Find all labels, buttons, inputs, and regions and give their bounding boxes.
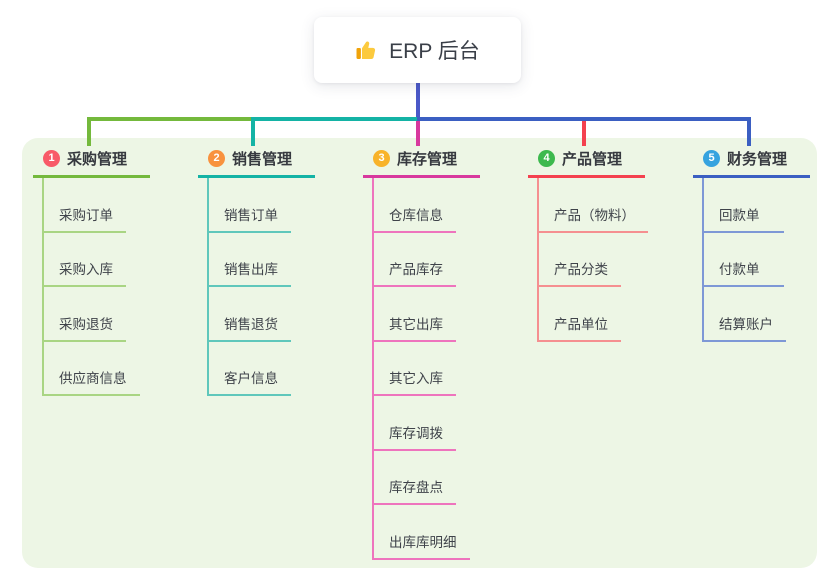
child-node[interactable]: 库存调拨 — [374, 396, 456, 451]
branch-number-badge: 3 — [373, 150, 390, 167]
child-node[interactable]: 付款单 — [704, 233, 784, 287]
connector-line — [87, 117, 91, 146]
branch-column: 3 库存管理仓库信息产品库存其它出库其它入库库存调拨库存盘点出库库明细 — [363, 146, 480, 560]
branch-children: 仓库信息产品库存其它出库其它入库库存调拨库存盘点出库库明细 — [372, 178, 470, 560]
branch-number-badge: 2 — [208, 150, 225, 167]
connector-line — [747, 117, 751, 146]
branch-children: 产品（物料）产品分类产品单位 — [537, 178, 648, 342]
child-node[interactable]: 产品单位 — [539, 287, 621, 342]
child-node[interactable]: 结算账户 — [704, 287, 786, 342]
child-node[interactable]: 销售订单 — [209, 178, 291, 233]
branch-header[interactable]: 4 产品管理 — [528, 146, 645, 178]
branch-column: 1 采购管理采购订单采购入库采购退货供应商信息 — [33, 146, 150, 396]
child-node[interactable]: 仓库信息 — [374, 178, 456, 233]
branches-panel — [22, 138, 817, 568]
branch-children: 回款单付款单结算账户 — [702, 178, 786, 342]
child-node[interactable]: 产品库存 — [374, 233, 456, 287]
thumbs-up-icon — [355, 38, 379, 62]
root-node[interactable]: ERP 后台 — [314, 17, 521, 83]
child-node[interactable]: 采购退货 — [44, 287, 126, 342]
child-node[interactable]: 销售退货 — [209, 287, 291, 342]
child-node[interactable]: 产品（物料） — [539, 178, 648, 233]
connector-line — [87, 117, 255, 121]
branch-label: 销售管理 — [232, 151, 293, 168]
connector-line — [416, 121, 420, 146]
child-node[interactable]: 采购订单 — [44, 178, 126, 233]
child-node[interactable]: 供应商信息 — [44, 342, 140, 396]
branch-children: 销售订单销售出库销售退货客户信息 — [207, 178, 291, 396]
branch-column: 2 销售管理销售订单销售出库销售退货客户信息 — [198, 146, 315, 396]
branch-children: 采购订单采购入库采购退货供应商信息 — [42, 178, 140, 396]
connector-line — [251, 117, 419, 121]
connector-line — [417, 117, 751, 121]
child-node[interactable]: 其它入库 — [374, 342, 456, 396]
branch-header[interactable]: 2 销售管理 — [198, 146, 315, 178]
branch-label: 采购管理 — [67, 151, 128, 168]
connector-line — [251, 117, 255, 146]
child-node[interactable]: 其它出库 — [374, 287, 456, 342]
connector-line — [582, 121, 586, 146]
child-node[interactable]: 采购入库 — [44, 233, 126, 287]
child-node[interactable]: 回款单 — [704, 178, 784, 233]
branch-label: 产品管理 — [562, 151, 623, 168]
connector-line — [416, 82, 420, 117]
child-node[interactable]: 销售出库 — [209, 233, 291, 287]
branch-header[interactable]: 3 库存管理 — [363, 146, 480, 178]
branch-label: 库存管理 — [397, 151, 458, 168]
branch-number-badge: 1 — [43, 150, 60, 167]
branch-header[interactable]: 5 财务管理 — [693, 146, 810, 178]
root-title: ERP 后台 — [389, 40, 480, 63]
branch-number-badge: 5 — [703, 150, 720, 167]
child-node[interactable]: 库存盘点 — [374, 451, 456, 505]
child-node[interactable]: 出库库明细 — [374, 505, 470, 560]
branch-header[interactable]: 1 采购管理 — [33, 146, 150, 178]
branch-column: 5 财务管理回款单付款单结算账户 — [693, 146, 810, 342]
branch-number-badge: 4 — [538, 150, 555, 167]
branch-column: 4 产品管理产品（物料）产品分类产品单位 — [528, 146, 648, 342]
child-node[interactable]: 客户信息 — [209, 342, 291, 396]
child-node[interactable]: 产品分类 — [539, 233, 621, 287]
branch-label: 财务管理 — [727, 151, 788, 168]
